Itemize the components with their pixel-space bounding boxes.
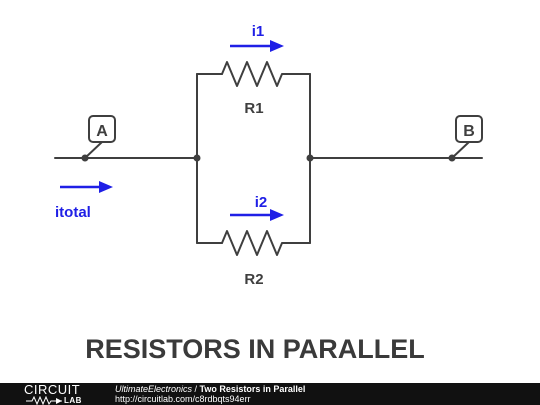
footer-author[interactable]: UltimateElectronics bbox=[115, 384, 193, 394]
circuitlab-logo: CIRCUIT LAB bbox=[4, 382, 104, 405]
diagram-title: RESISTORS IN PARALLEL bbox=[85, 334, 425, 364]
logo-lab-text: LAB bbox=[64, 396, 82, 405]
node-a-label: A bbox=[96, 123, 108, 140]
logo-resistor-icon bbox=[26, 396, 62, 405]
node-a-dot bbox=[81, 154, 89, 162]
junction-dot-right bbox=[306, 154, 314, 162]
footer-credit: UltimateElectronics / Two Resistors in P… bbox=[115, 384, 305, 394]
resistor-r1 bbox=[221, 61, 287, 87]
node-b-tag bbox=[455, 115, 483, 143]
node-a-tag bbox=[88, 115, 116, 143]
i1-label: i1 bbox=[252, 23, 265, 40]
footer-circuit-title[interactable]: Two Resistors in Parallel bbox=[199, 384, 306, 394]
current-arrow-itotal-icon bbox=[60, 181, 113, 193]
footer-url[interactable]: http://circuitlab.com/c8rdbqts94err bbox=[115, 394, 251, 404]
current-arrow-i1-icon bbox=[230, 40, 284, 52]
junction-dot-left bbox=[193, 154, 201, 162]
i2-label: i2 bbox=[255, 194, 268, 211]
node-a-stem bbox=[84, 141, 103, 159]
r1-label: R1 bbox=[244, 100, 263, 117]
footer-separator: / bbox=[192, 384, 200, 394]
node-b-label: B bbox=[463, 123, 475, 140]
current-arrow-i2-icon bbox=[230, 209, 284, 221]
itotal-label: itotal bbox=[55, 204, 91, 221]
resistor-r2 bbox=[221, 230, 287, 256]
r2-label: R2 bbox=[244, 271, 263, 288]
node-b-dot bbox=[448, 154, 456, 162]
footer-bar: CIRCUIT LAB UltimateElectronics / Two Re… bbox=[0, 383, 540, 405]
logo-circuit-text: CIRCUIT bbox=[24, 382, 81, 397]
node-b-stem bbox=[451, 141, 470, 159]
